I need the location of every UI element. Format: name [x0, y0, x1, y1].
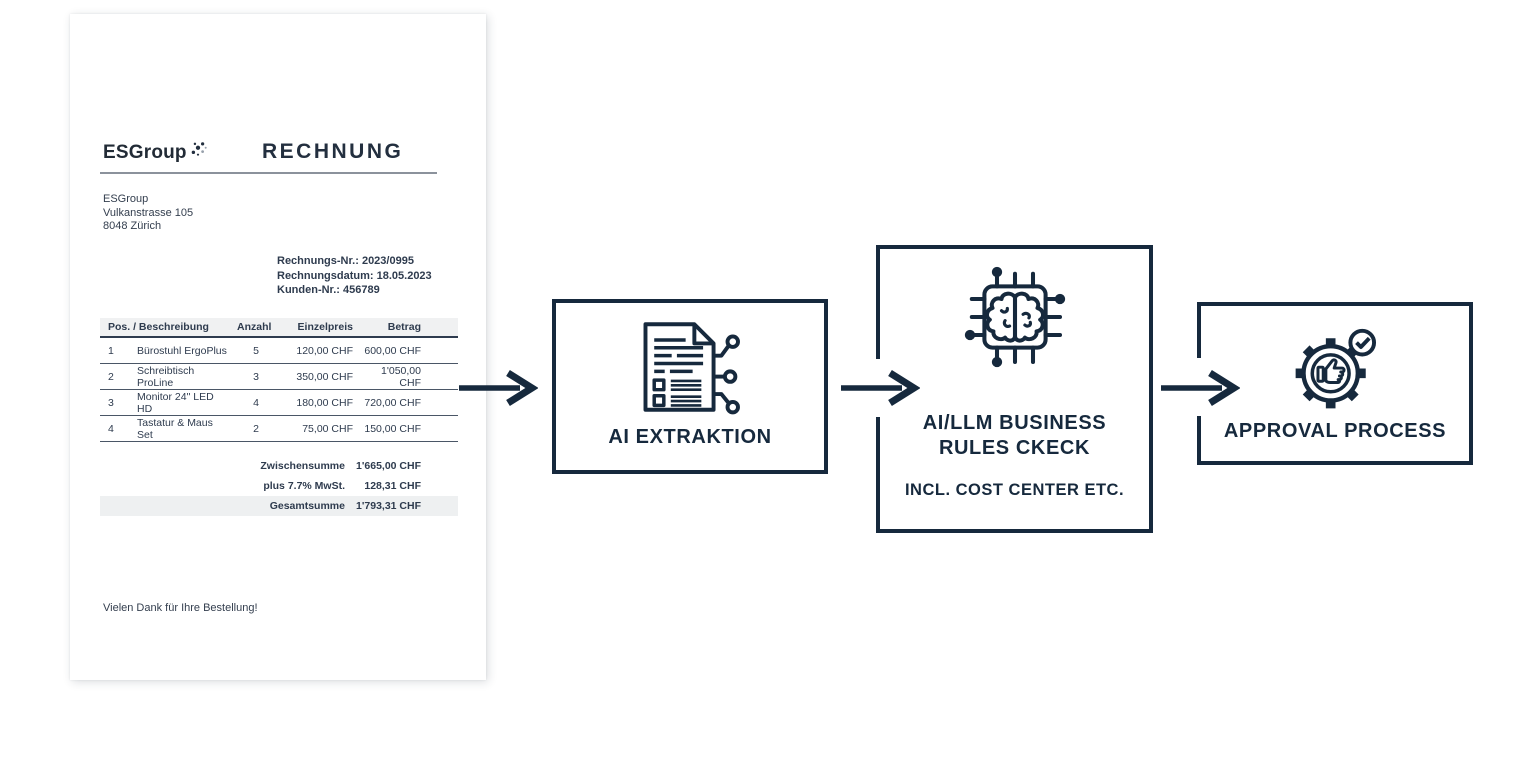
cell-qty: 4 [253, 396, 259, 409]
cell-description: Bürostuhl ErgoPlus [137, 344, 227, 357]
invoice-title: RECHNUNG [262, 140, 404, 163]
flow-step-ai-extraction: AI EXTRAKTION [552, 299, 828, 474]
address-line: 8048 Zürich [103, 220, 162, 232]
seller-address: ESGroup Vulkanstrasse 105 8048 Zürich [103, 193, 193, 234]
address-line: Vulkanstrasse 105 [103, 206, 194, 219]
header-divider [100, 172, 437, 174]
table-row: 1 Bürostuhl ErgoPlus 5 120,00 CHF 600,00… [100, 338, 458, 364]
customer-number: Kunden-Nr.: 456789 [277, 284, 380, 296]
cell-qty: 2 [253, 422, 259, 435]
cell-qty: 5 [253, 344, 259, 357]
flow-step-label-line2: RULES CKECK [938, 437, 1091, 459]
flow-step-label: AI/LLM BUSINESS RULES CKECK [923, 411, 1106, 461]
flow-step-label: AI EXTRAKTION [608, 426, 772, 448]
gear-thumbs-up-check-icon [1285, 319, 1386, 411]
invoice-meta: Rechnungs-Nr.: 2023/0995 Rechnungsdatum:… [277, 254, 432, 298]
subtotal-value: 1'665,00 CHF [356, 460, 421, 472]
vat-label: plus 7.7% MwSt. [263, 480, 345, 492]
col-header-amount: Betrag [387, 321, 421, 333]
cell-description: Schreibtisch ProLine [137, 364, 195, 389]
cell-pos: 4 [108, 422, 114, 435]
table-row: 4 Tastatur & Maus Set 2 75,00 CHF 150,00… [100, 416, 458, 442]
totals-section: Zwischensumme 1'665,00 CHF plus 7.7% MwS… [100, 456, 458, 516]
flow-step-business-rules-check: AI/LLM BUSINESS RULES CKECK INCL. COST C… [876, 245, 1153, 533]
flow-step-label: APPROVAL PROCESS [1223, 420, 1447, 442]
table-row: 2 Schreibtisch ProLine 3 350,00 CHF 1'05… [100, 364, 458, 390]
arrow-right-icon [840, 368, 920, 408]
dot-cluster-icon [188, 139, 208, 158]
table-header-row: Pos. / Beschreibung Anzahl Einzelpreis B… [100, 318, 458, 338]
grand-total-row: Gesamtsumme 1'793,31 CHF [100, 496, 458, 516]
invoice-number: Rechnungs-Nr.: 2023/0995 [277, 255, 414, 267]
cell-pos: 1 [108, 344, 114, 357]
cell-pos: 2 [108, 370, 114, 383]
address-line: ESGroup [103, 193, 149, 205]
cell-unit-price: 75,00 CHF [302, 422, 353, 435]
document-extraction-icon [632, 319, 748, 415]
cell-amount: 150,00 CHF [364, 422, 421, 435]
cell-amount: 720,00 CHF [364, 396, 421, 409]
cell-unit-price: 180,00 CHF [296, 396, 353, 409]
invoice-date: Rechnungsdatum: 18.05.2023 [277, 269, 432, 282]
thank-you-note: Vielen Dank für Ihre Bestellung! [103, 602, 258, 614]
ai-chip-brain-icon [961, 263, 1069, 371]
invoice-sheet: ESGroup RECHNUNG [70, 14, 486, 680]
cell-unit-price: 120,00 CHF [296, 344, 353, 357]
cell-unit-price: 350,00 CHF [296, 370, 353, 383]
flow-step-approval-process: APPROVAL PROCESS [1197, 302, 1473, 465]
cell-amount: 1'050,00 CHF [381, 364, 421, 389]
grand-total-label: Gesamtsumme [269, 500, 345, 512]
cell-qty: 3 [253, 370, 259, 383]
vat-value: 128,31 CHF [364, 480, 421, 492]
grand-total-value: 1'793,31 CHF [356, 500, 421, 512]
cell-description: Monitor 24" LED HD [137, 390, 214, 415]
flow-step-sublabel: INCL. COST CENTER ETC. [904, 481, 1125, 499]
arrow-right-icon [1160, 368, 1240, 408]
cell-amount: 600,00 CHF [364, 344, 421, 357]
table-row: 3 Monitor 24" LED HD 4 180,00 CHF 720,00… [100, 390, 458, 416]
cell-description: Tastatur & Maus Set [137, 416, 213, 441]
subtotal-row: Zwischensumme 1'665,00 CHF [100, 456, 458, 476]
col-header-description: Pos. / Beschreibung [108, 321, 209, 333]
logo-text: ESGroup [103, 142, 187, 163]
vat-row: plus 7.7% MwSt. 128,31 CHF [100, 476, 458, 496]
arrow-right-icon [458, 368, 538, 408]
esgroup-logo: ESGroup [103, 142, 208, 164]
flow-step-label-line1: AI/LLM BUSINESS [922, 412, 1107, 434]
line-items-table: Pos. / Beschreibung Anzahl Einzelpreis B… [100, 318, 458, 442]
col-header-unit-price: Einzelpreis [297, 321, 353, 333]
cell-pos: 3 [108, 396, 114, 409]
col-header-qty: Anzahl [237, 321, 272, 333]
subtotal-label: Zwischensumme [260, 460, 345, 472]
